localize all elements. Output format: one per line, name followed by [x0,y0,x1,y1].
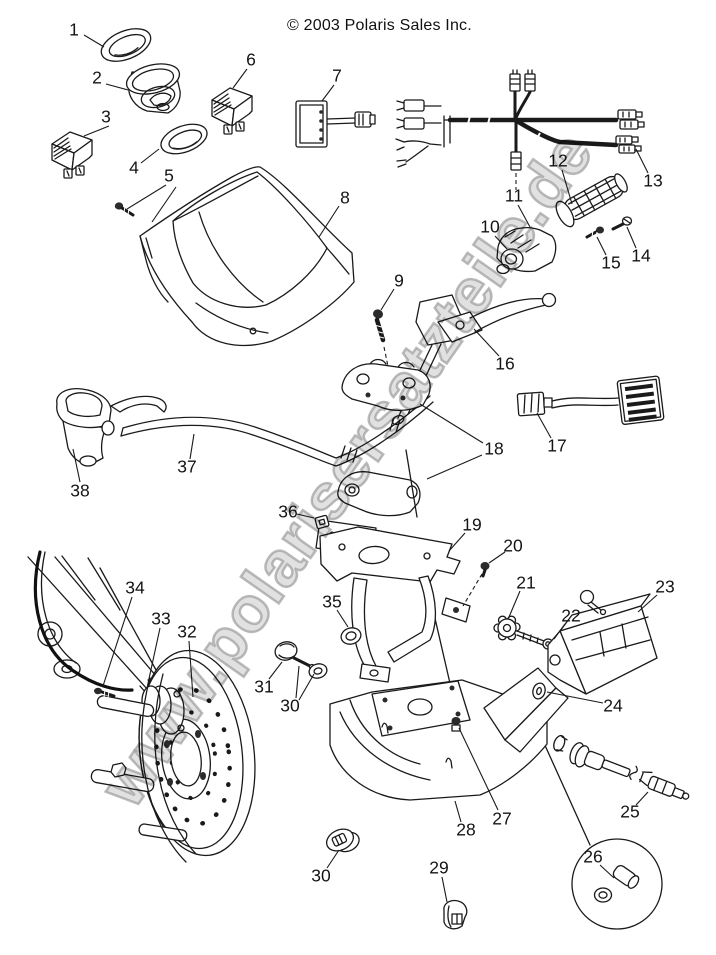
part-bolt-9 [373,309,390,372]
part-clamp-upper-18 [341,358,431,412]
part-cable-25 [553,734,690,800]
part-ring-4 [160,123,208,155]
part-headlight-23 [532,589,658,700]
suspension-strut-assembly [27,550,168,701]
part-brake-lever-16 [391,292,557,426]
part-gauge-2 [125,63,181,114]
part-washer-24 [532,682,546,700]
part-handlebar-37 [120,395,434,467]
part-screw-20 [462,562,490,607]
part-grommet-35 [340,627,362,645]
detail-circle-26 [571,838,663,930]
part-clip-36 [314,514,330,530]
part-thumb-control-38 [56,388,167,467]
part-bracket-19 [319,526,471,683]
part-wire-17 [516,375,665,425]
part-bolt-14 [611,216,633,231]
part-ignition-switch-10-11 [496,226,557,275]
copyright-text: © 2003 Polaris Sales Inc. [287,17,472,34]
part-clip-29 [443,899,468,930]
part-harness [395,69,645,190]
part-switch-31 [274,641,316,671]
part-screw-15 [585,226,604,239]
part-console-pod-8 [139,166,355,347]
part-lower-pod-28 [329,667,569,801]
part-hub-caliper-33-34 [90,673,197,863]
part-knob-21 [493,615,554,650]
part-wellnut-30 [325,828,360,853]
part-cdi-box-7 [295,100,376,148]
part-relay-6 [211,87,253,135]
part-relay-3 [51,131,93,179]
part-screw-5 [114,202,135,217]
part-screw-34-target [94,687,116,699]
part-headlight-bulb [579,589,607,616]
part-grip-12 [555,173,628,228]
part-bezel-ring-1 [100,28,152,62]
